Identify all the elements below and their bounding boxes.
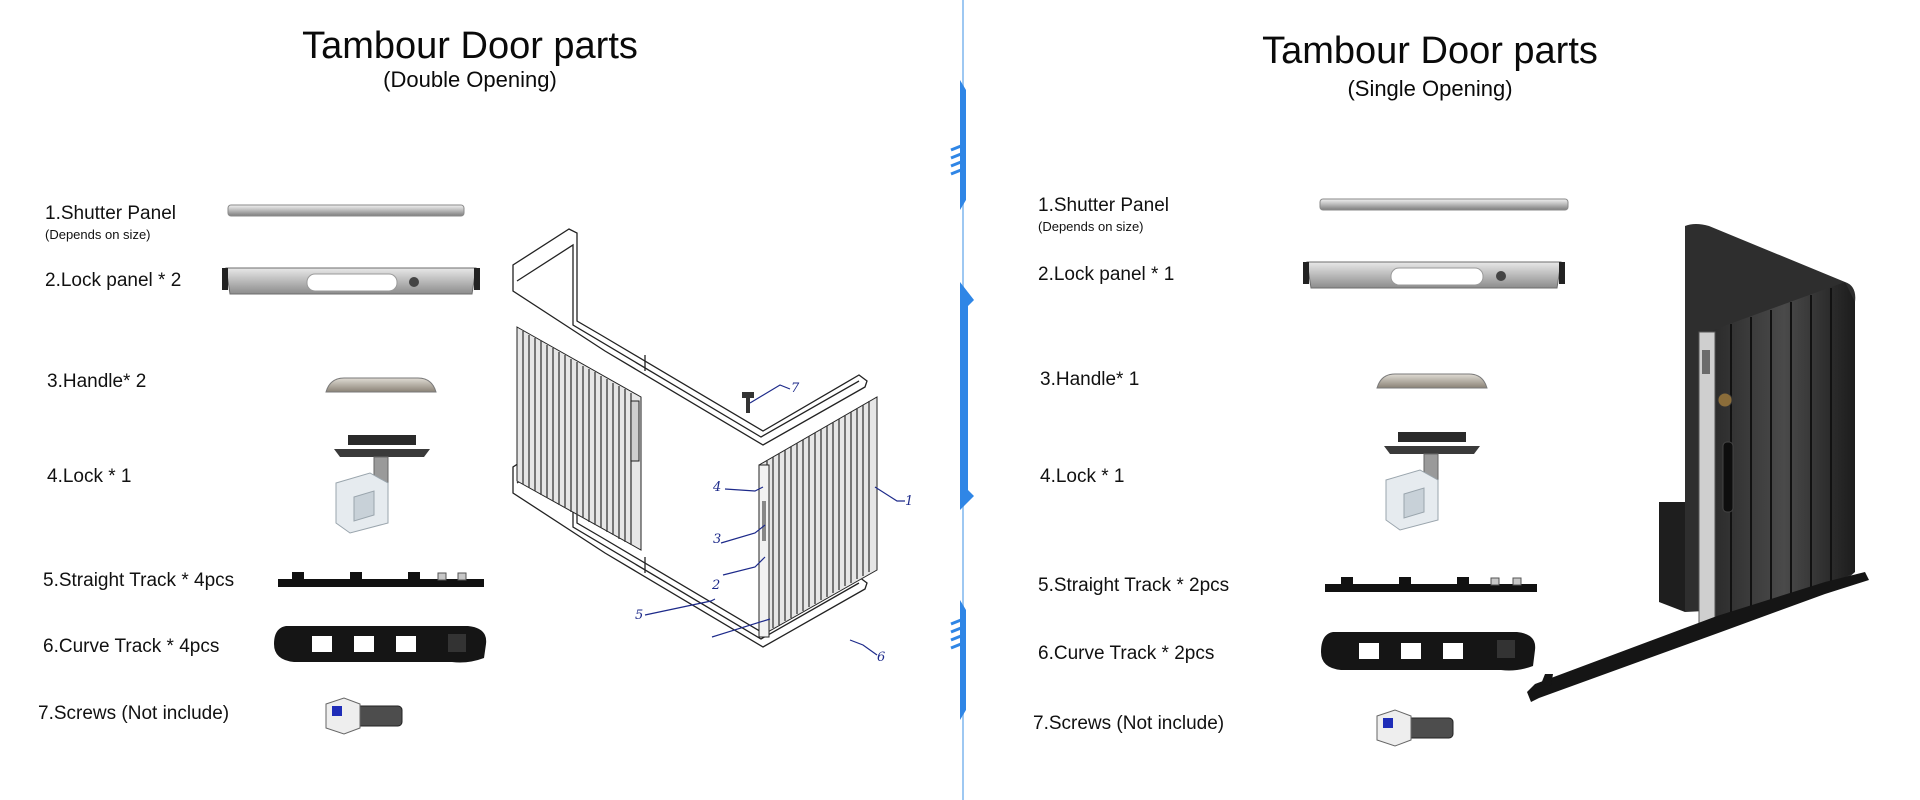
part-label-curve-track: 6.Curve Track * 2pcs — [1038, 643, 1215, 664]
right-shutter-block — [758, 396, 878, 638]
part-label-screws: 7.Screws (Not include) — [1033, 713, 1225, 734]
single-opening-title: Tambour Door parts (Single Opening) — [1250, 30, 1610, 102]
title-text: Tambour Door parts — [302, 25, 638, 67]
center-divider — [950, 0, 974, 800]
callout-6: 6 — [877, 650, 885, 665]
part-label-straight-track: 5.Straight Track * 2pcs — [1038, 575, 1230, 596]
diagram-screw — [742, 392, 754, 413]
part-label-straight-track: 5.Straight Track * 4pcs — [43, 570, 235, 591]
part-label-shutter-panel: 1.Shutter Panel (Depends on size) — [45, 203, 176, 244]
part-note-text: (Depends on size) — [1038, 219, 1144, 234]
handle-image — [1376, 373, 1488, 389]
title-text: Tambour Door parts — [1262, 30, 1598, 72]
part-label-lock: 4.Lock * 1 — [1040, 466, 1125, 487]
double-opening-panel: Tambour Door parts (Double Opening) 1.Sh… — [0, 0, 955, 800]
left-shutter-block — [516, 326, 642, 551]
lock-panel-image — [222, 267, 480, 295]
assembled-door-image — [1527, 224, 1869, 702]
callout-5: 5 — [635, 608, 643, 623]
part-label-curve-track: 6.Curve Track * 4pcs — [43, 636, 220, 657]
part-label-handle: 3.Handle* 2 — [47, 371, 147, 392]
part-label-text: 1.Shutter Panel — [1038, 195, 1169, 216]
shutter-panel-image — [1319, 198, 1569, 211]
straight-track-image — [278, 572, 484, 587]
straight-track-image — [1325, 577, 1537, 592]
callout-3: 3 — [713, 532, 721, 547]
part-label-lock: 4.Lock * 1 — [47, 466, 132, 487]
curve-track-image — [274, 626, 487, 663]
lock-image — [1384, 432, 1480, 531]
part-label-handle: 3.Handle* 1 — [1040, 369, 1140, 390]
shutter-panel-image — [227, 204, 465, 217]
part-label-screws: 7.Screws (Not include) — [38, 703, 230, 724]
part-label-lock-panel: 2.Lock panel * 1 — [1038, 264, 1175, 285]
part-note-text: (Depends on size) — [45, 227, 151, 242]
exploded-assembly-diagram: 1 2 3 4 5 6 7 — [512, 228, 913, 665]
curve-track-image — [1321, 632, 1536, 671]
handle-image — [325, 377, 437, 393]
lock-panel-image — [1303, 261, 1565, 289]
callout-2: 2 — [711, 578, 720, 593]
part-label-text: 1.Shutter Panel — [45, 203, 176, 224]
lock-image — [334, 435, 430, 534]
subtitle-text: (Double Opening) — [383, 67, 557, 92]
callout-7: 7 — [791, 381, 800, 396]
single-opening-panel: Tambour Door parts (Single Opening) 1.Sh… — [985, 0, 1920, 800]
double-opening-title: Tambour Door parts (Double Opening) — [295, 25, 645, 93]
callout-1: 1 — [905, 494, 913, 509]
part-label-shutter-panel: 1.Shutter Panel (Depends on size) — [1038, 195, 1169, 236]
screw-image — [1376, 709, 1454, 747]
part-label-lock-panel: 2.Lock panel * 2 — [45, 270, 182, 291]
callout-4: 4 — [712, 480, 721, 495]
subtitle-text: (Single Opening) — [1347, 76, 1513, 101]
screw-image — [325, 697, 403, 735]
